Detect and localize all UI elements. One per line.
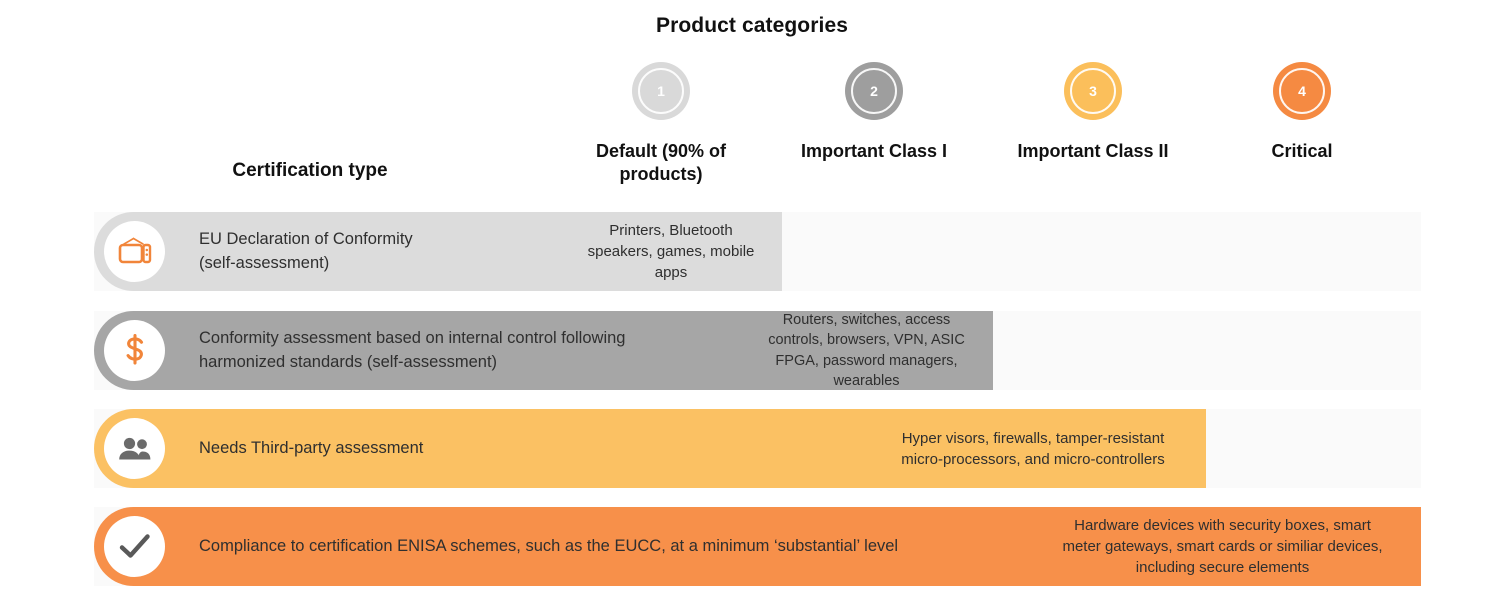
check-icon [119, 533, 151, 561]
row-icon-wrapper [104, 320, 165, 381]
certification-type-header: Certification type [232, 160, 388, 181]
category-number-4: 4 [1298, 83, 1306, 99]
row-icon-wrapper [104, 516, 165, 577]
row-icon-wrapper [104, 221, 165, 282]
category-column-1: 1 Default (90% of products) [561, 62, 761, 185]
row-cell-important-1: Routers, switches, access controls, brow… [768, 311, 965, 389]
category-number-1: 1 [657, 83, 665, 99]
row-cell-critical: Hardware devices with security boxes, sm… [1062, 517, 1383, 576]
page-title: Product categories [655, 14, 849, 37]
row-fill [94, 212, 782, 291]
category-label-4: Critical [1271, 141, 1333, 161]
category-column-3: 3 Important Class II [993, 62, 1193, 163]
row-fill [94, 311, 993, 390]
people-icon [117, 436, 153, 462]
category-label-2: Important Class I [800, 141, 948, 161]
dollar-icon [122, 333, 148, 368]
category-label-1: Default (90% of products) [595, 141, 727, 184]
row-label: Compliance to certification ENISA scheme… [199, 536, 899, 555]
category-column-2: 2 Important Class I [774, 62, 974, 163]
row-label: Needs Third-party assessment [199, 438, 424, 457]
row-label: Conformity assessment based on internal … [199, 328, 626, 371]
row-label: EU Declaration of Conformity (self-asses… [199, 229, 413, 272]
category-badge-1: 1 [632, 62, 690, 120]
row-fill [94, 409, 1206, 488]
category-badge-2: 2 [845, 62, 903, 120]
category-column-4: 4 Critical [1202, 62, 1402, 163]
row-fill [94, 507, 1421, 586]
row-cell-important-2: Hyper visors, firewalls, tamper-resistan… [901, 429, 1165, 468]
row-icon-wrapper [104, 418, 165, 479]
tv-icon [118, 237, 152, 267]
category-badge-3: 3 [1064, 62, 1122, 120]
category-label-3: Important Class II [1017, 141, 1169, 161]
row-cell-default: Printers, Bluetooth speakers, games, mob… [587, 222, 755, 281]
category-badge-4: 4 [1273, 62, 1331, 120]
category-number-3: 3 [1089, 83, 1097, 99]
category-number-2: 2 [870, 83, 878, 99]
